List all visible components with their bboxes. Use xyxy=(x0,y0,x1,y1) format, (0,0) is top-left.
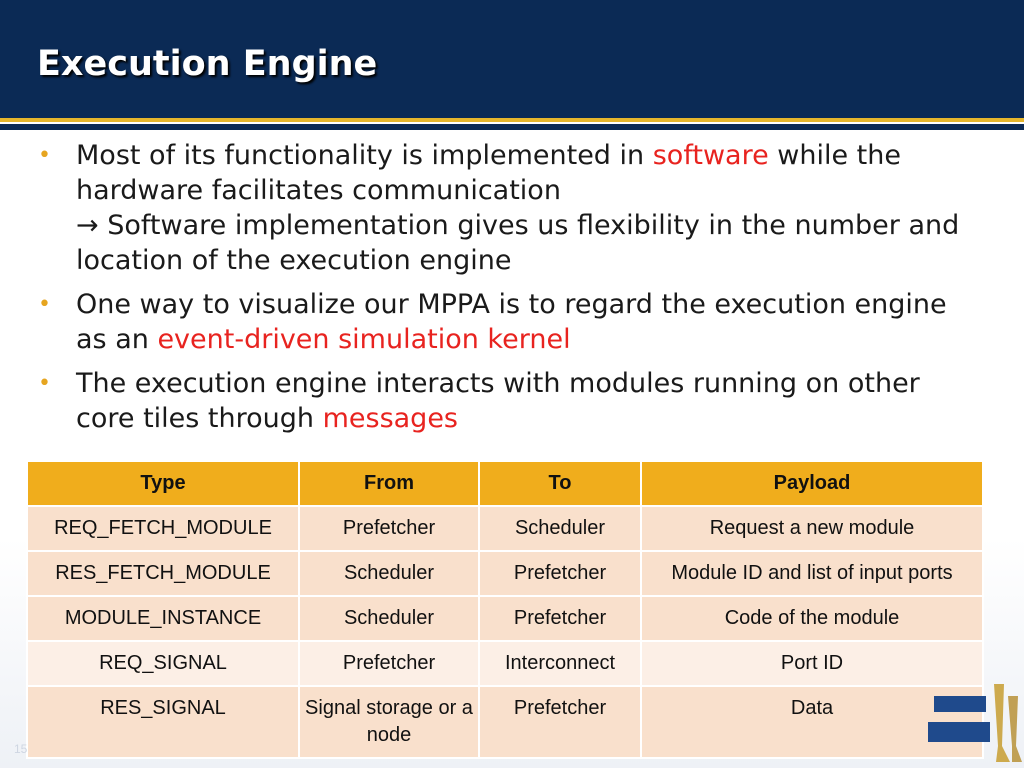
column-header-type: Type xyxy=(26,460,300,507)
cell-payload: Module ID and list of input ports xyxy=(640,550,984,597)
bullet-item: • One way to visualize our MPPA is to re… xyxy=(38,287,978,357)
slide-number: 15 xyxy=(14,742,28,756)
cell-type: REQ_SIGNAL xyxy=(26,640,300,687)
arrow-icon: → xyxy=(76,210,99,241)
bullet-highlight: event-driven simulation kernel xyxy=(157,324,571,355)
cell-from: Prefetcher xyxy=(298,640,480,687)
cell-from: Scheduler xyxy=(298,595,480,642)
cell-payload: Request a new module xyxy=(640,505,984,552)
slide-title: Execution Engine xyxy=(37,44,378,84)
bullet-item: • The execution engine interacts with mo… xyxy=(38,366,978,436)
column-header-payload: Payload xyxy=(640,460,984,507)
cell-to: Scheduler xyxy=(478,505,642,552)
cell-from: Signal storage or a node xyxy=(298,685,480,759)
table-row: REQ_SIGNAL Prefetcher Interconnect Port … xyxy=(26,640,984,687)
message-table: Type From To Payload REQ_FETCH_MODULE Pr… xyxy=(26,460,984,759)
table-row: RES_FETCH_MODULE Scheduler Prefetcher Mo… xyxy=(26,550,984,597)
cell-type: MODULE_INSTANCE xyxy=(26,595,300,642)
cell-to: Prefetcher xyxy=(478,550,642,597)
bullet-highlight: messages xyxy=(322,403,459,434)
bullet-highlight: software xyxy=(652,140,769,171)
cell-payload: Data xyxy=(640,685,984,759)
table-row: MODULE_INSTANCE Scheduler Prefetcher Cod… xyxy=(26,595,984,642)
column-header-to: To xyxy=(478,460,642,507)
slide-header: Execution Engine xyxy=(0,0,1024,118)
table-row: REQ_FETCH_MODULE Prefetcher Scheduler Re… xyxy=(26,505,984,552)
university-logo-icon xyxy=(928,684,1022,762)
cell-from: Prefetcher xyxy=(298,505,480,552)
bullet-dot-icon: • xyxy=(38,143,51,168)
table-header-row: Type From To Payload xyxy=(26,460,984,507)
bullet-list: • Most of its functionality is implement… xyxy=(38,138,978,445)
bullet-text: One way to visualize our MPPA is to rega… xyxy=(76,289,947,355)
cell-to: Prefetcher xyxy=(478,685,642,759)
cell-type: RES_FETCH_MODULE xyxy=(26,550,300,597)
header-accent-line xyxy=(0,118,1024,122)
bullet-text: The execution engine interacts with modu… xyxy=(76,368,920,434)
cell-to: Prefetcher xyxy=(478,595,642,642)
cell-from: Scheduler xyxy=(298,550,480,597)
cell-payload: Code of the module xyxy=(640,595,984,642)
cell-payload: Port ID xyxy=(640,640,984,687)
bullet-dot-icon: • xyxy=(38,292,51,317)
bullet-continuation: Software implementation gives us flexibi… xyxy=(76,210,960,276)
cell-type: REQ_FETCH_MODULE xyxy=(26,505,300,552)
bullet-text: Most of its functionality is implemented… xyxy=(76,140,653,171)
table-row: RES_SIGNAL Signal storage or a node Pref… xyxy=(26,685,984,759)
bullet-item: • Most of its functionality is implement… xyxy=(38,138,978,278)
column-header-from: From xyxy=(298,460,480,507)
bullet-dot-icon: • xyxy=(38,371,51,396)
bullet-text: while the hardware facilitates communica… xyxy=(76,140,901,206)
cell-to: Interconnect xyxy=(478,640,642,687)
header-divider-line xyxy=(0,124,1024,130)
cell-type: RES_SIGNAL xyxy=(26,685,300,759)
